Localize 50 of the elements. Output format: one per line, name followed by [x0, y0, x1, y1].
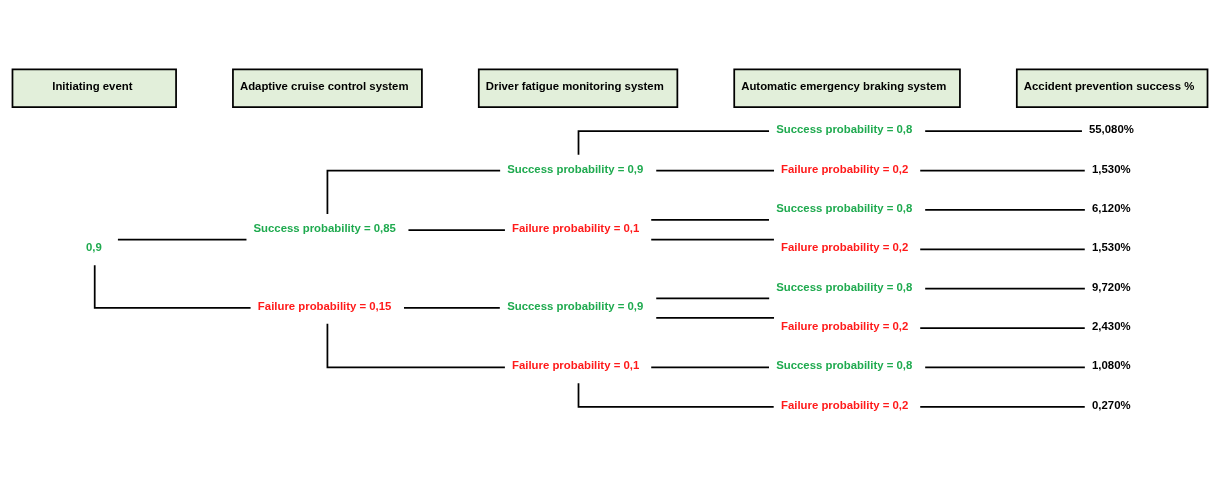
connector [577, 381, 775, 408]
node-text: 55,080% [1088, 122, 1134, 135]
node-text: Success probability = 0,9 [507, 299, 644, 312]
node-text: Failure probability = 0,2 [781, 398, 909, 411]
node-text: Success probability = 0,8 [776, 201, 913, 214]
connector [650, 218, 770, 221]
connector [326, 322, 506, 368]
node-box: Automatic emergency braking system [733, 68, 961, 108]
connector [577, 129, 770, 156]
node-box: Driver fatigue monitoring system [477, 68, 679, 108]
connector [650, 238, 775, 241]
connector [924, 129, 1083, 132]
node-text: Failure probability = 0,2 [781, 240, 909, 253]
connector [919, 169, 1086, 171]
connector [655, 316, 775, 319]
node-text: Success probability = 0,8 [776, 122, 913, 135]
connector [326, 169, 501, 215]
node-text: Failure probability = 0,2 [781, 319, 909, 332]
node-text: Failure probability = 0,2 [781, 162, 909, 175]
connector [919, 326, 1086, 329]
node-text: 1,530% [1092, 240, 1131, 253]
node-text: Success probability = 0,9 [507, 162, 644, 175]
node-text: Failure probability = 0,15 [257, 299, 392, 312]
node-text: 0,9 [85, 240, 102, 253]
connector [919, 247, 1086, 250]
connector [924, 366, 1086, 368]
connector [919, 405, 1086, 408]
node-text: Failure probability = 0,1 [512, 221, 640, 234]
connector [924, 208, 1086, 211]
connector [650, 366, 770, 368]
connector [655, 296, 771, 299]
node-text: 6,120% [1092, 201, 1131, 214]
node-text: Success probability = 0,85 [253, 221, 396, 234]
node-text: 9,720% [1092, 280, 1131, 293]
node-box: Initiating event [11, 68, 177, 108]
connector [403, 306, 501, 309]
node-text: Success probability = 0,8 [776, 280, 913, 293]
connector [407, 228, 506, 231]
connector [924, 287, 1086, 290]
node-text: 1,080% [1092, 358, 1131, 371]
connector [117, 238, 248, 241]
connector [655, 169, 775, 171]
node-text: 1,530% [1092, 162, 1131, 175]
node-text: Success probability = 0,8 [776, 358, 913, 371]
node-text: 2,430% [1092, 319, 1131, 332]
node-box: Adaptive cruise control system [232, 68, 423, 108]
connector [93, 263, 252, 309]
node-text: 0,270% [1092, 398, 1131, 411]
node-box: Accident prevention success % [1015, 68, 1209, 108]
node-text: Failure probability = 0,1 [512, 358, 640, 371]
